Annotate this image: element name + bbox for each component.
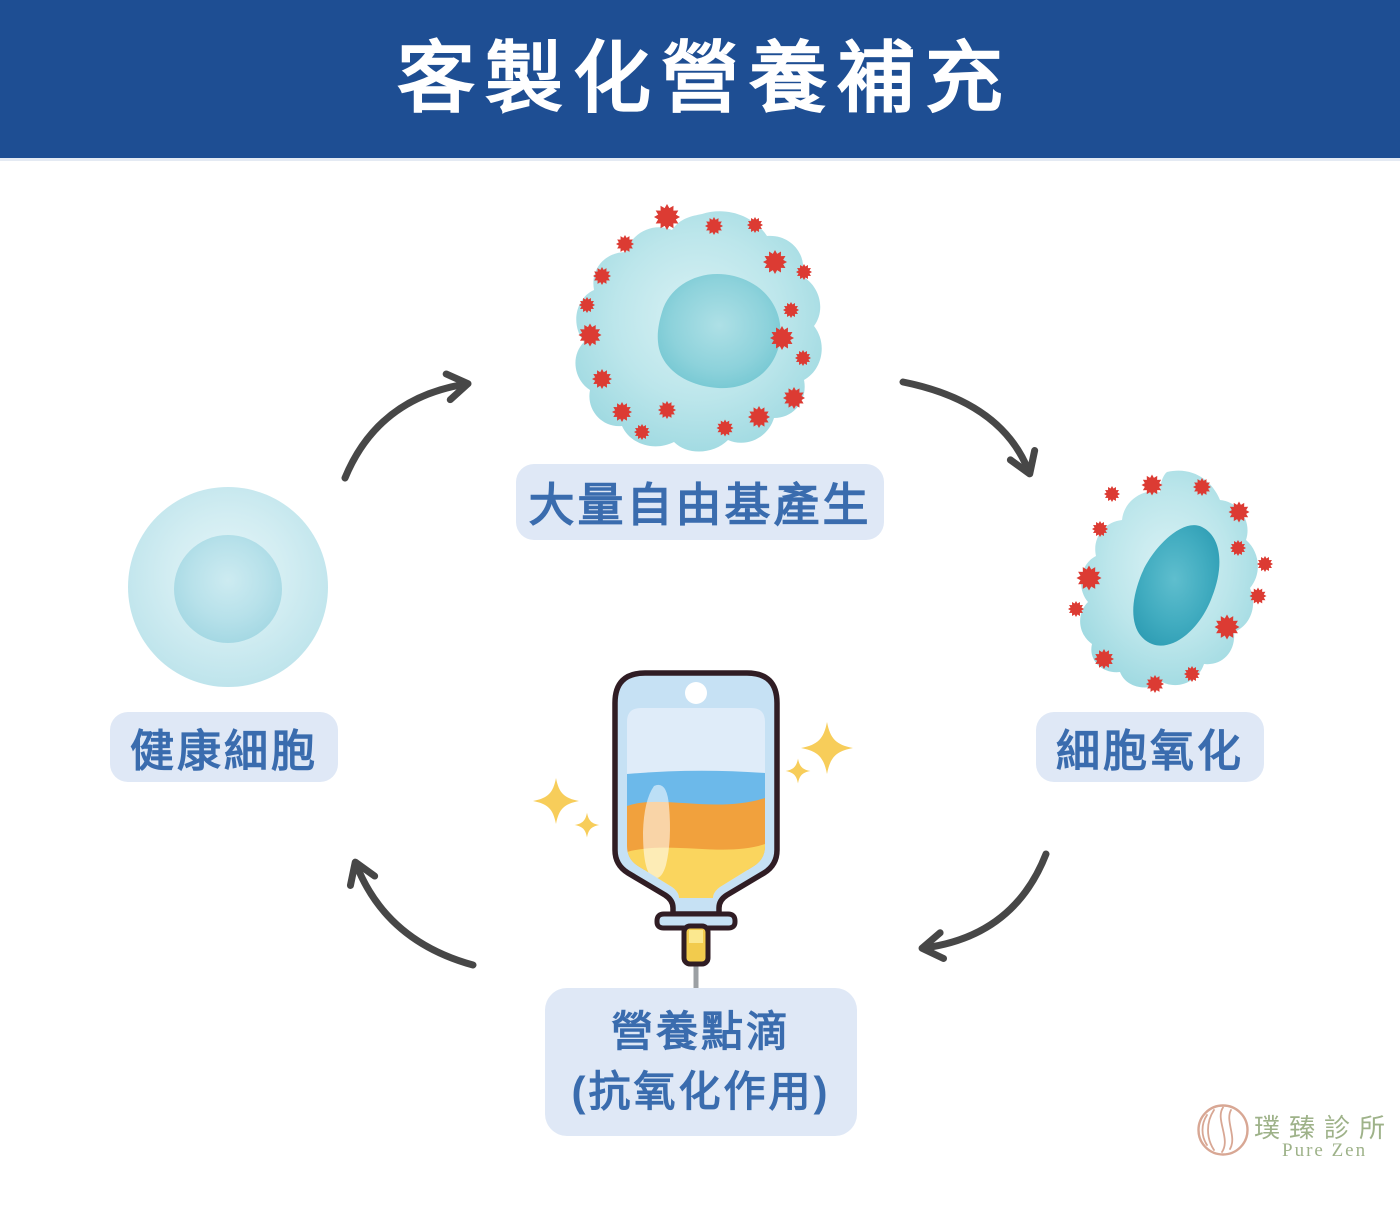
drip-bag-collar [654,911,738,931]
label-free-radicals-text: 大量自由基產生 [528,479,872,531]
clinic-name-en: Pure Zen [1282,1140,1368,1161]
label-free-radicals: 大量自由基產生 [516,464,884,540]
arrow-drip-to-healthy [346,858,477,969]
label-healthy-cell-text: 健康細胞 [130,727,318,776]
drip-tube-line [693,960,699,992]
arrow-oxidation-to-drip [918,850,1050,962]
page-title: 客製化營養補充 [396,35,1013,122]
oxidized-cell-illustration [1068,470,1273,693]
header-banner: 客製化營養補充 [0,0,1400,161]
clinic-logo-mark [1197,1104,1249,1156]
cell-nucleus [657,273,781,389]
arrow-radicals-to-oxidation [899,378,1039,478]
arrow-healthy-to-radicals [341,370,472,482]
label-healthy-cell: 健康細胞 [110,712,338,782]
label-cell-oxidation: 細胞氧化 [1036,712,1264,782]
label-nutrition-drip: 營養點滴 (抗氧化作用) [545,988,857,1136]
clinic-name-zh: 璞臻診所 [1254,1113,1395,1143]
label-nutrition-drip-line1: 營養點滴 [610,1008,791,1055]
drip-spike-highlight [689,930,703,943]
cell-nucleus-oxidized [1133,525,1220,646]
drip-bag-hole [685,682,707,704]
free-radical-cell-illustration [575,204,822,452]
label-nutrition-drip-line2: (抗氧化作用) [571,1068,831,1115]
drip-liquid-layers [627,708,765,898]
label-cell-oxidation-text: 細胞氧化 [1056,727,1244,776]
iv-drip-bag-icon [612,670,780,992]
clinic-logo: 璞臻診所 Pure Zen [1196,1100,1386,1170]
healthy-cell-nucleus [174,535,282,643]
healthy-cell-illustration [128,487,328,687]
